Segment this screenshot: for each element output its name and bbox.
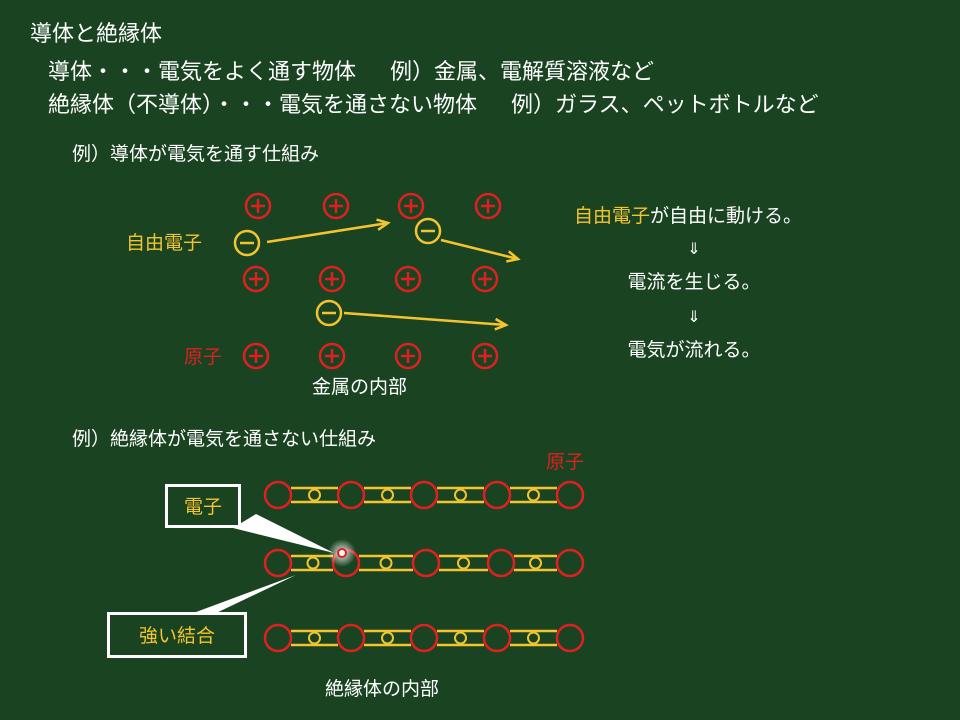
highlighted-electron <box>337 548 347 558</box>
explanation-line-3: 電気が流れる。 <box>627 339 760 361</box>
bound-electron <box>308 631 321 645</box>
down-arrow-icon: ⇓ <box>687 239 700 258</box>
bond <box>510 629 557 647</box>
atoms <box>242 192 585 653</box>
bound-electron <box>379 556 393 570</box>
insulator-atom <box>409 480 439 510</box>
explanation-line-2: 電流を生じる。 <box>627 271 760 293</box>
bond-callout-label: 強い結合 <box>139 625 215 647</box>
insulator-term: 絶縁体（不導体）・・・電気を通さない物体 <box>48 93 478 118</box>
conductor-example: 例）金属、電解質溶液など <box>390 60 655 85</box>
conductor-atom-label: 原子 <box>184 346 222 368</box>
insulator-atom <box>555 548 585 578</box>
bond <box>514 554 557 572</box>
positive-ion <box>244 192 272 220</box>
bond <box>439 554 488 572</box>
metal-interior-caption: 金属の内部 <box>312 376 407 398</box>
bond <box>364 629 411 647</box>
insulator-atom <box>555 480 585 510</box>
bound-electron <box>381 631 394 645</box>
positive-ion <box>242 265 270 293</box>
insulator-interior-caption: 絶縁体の内部 <box>325 678 439 700</box>
bond-callout: 強い結合 <box>107 575 296 658</box>
free-electron-label: 自由電子 <box>126 232 202 254</box>
free-electron <box>233 229 261 257</box>
insulator-atom <box>486 548 516 578</box>
positive-ion <box>318 265 346 293</box>
electron-callout-label: 電子 <box>184 496 222 518</box>
positive-ion <box>394 265 422 293</box>
positive-ion <box>474 192 502 220</box>
bond <box>510 486 557 504</box>
bound-electron <box>529 556 542 570</box>
insulator-atom <box>409 623 439 653</box>
explanation-moves-freely: が自由に動ける。 <box>650 205 802 227</box>
bound-electron <box>454 488 467 502</box>
explanation-line-1: 自由電子が自由に動ける。 <box>574 205 802 227</box>
insulator-atom <box>263 480 293 510</box>
insulator-atom <box>555 623 585 653</box>
conductor-definition: 導体・・・電気をよく通す物体 例）金属、電解質溶液など <box>48 62 654 84</box>
motion-arrow <box>440 238 521 263</box>
positive-ion <box>397 192 425 220</box>
free-electron <box>414 217 442 245</box>
bond <box>291 486 338 504</box>
insulator-atom <box>263 548 293 578</box>
insulator-definition: 絶縁体（不導体）・・・電気を通さない物体 例）ガラス、ペットボトルなど <box>48 95 819 117</box>
bound-electron <box>454 631 467 645</box>
bond <box>291 554 333 572</box>
bound-electron <box>306 556 320 570</box>
motion-arrow <box>266 218 391 244</box>
positive-ion <box>242 342 270 370</box>
bond <box>291 629 338 647</box>
bound-electron <box>308 488 321 502</box>
bound-electron <box>527 631 540 645</box>
positive-ion <box>394 342 422 370</box>
bound-electron <box>527 488 540 502</box>
bond-lines <box>291 486 557 647</box>
diagram-labels: 自由電子 原子 金属の内部 自由電子が自由に動ける。 ⇓ 電流を生じる。 ⇓ 電… <box>126 205 802 700</box>
insulator-section-title: 例）絶縁体が電気を通さない仕組み <box>72 428 377 450</box>
insulator-atom <box>411 548 441 578</box>
bond <box>359 554 413 572</box>
insulator-example: 例）ガラス、ペットボトルなど <box>511 93 819 118</box>
insulator-atom-label: 原子 <box>546 451 584 473</box>
insulator-atom <box>336 480 366 510</box>
insulator-atom <box>482 480 512 510</box>
positive-ion <box>318 342 346 370</box>
insulator-atom <box>482 623 512 653</box>
positive-ion <box>322 192 350 220</box>
bond <box>437 486 484 504</box>
bound-electron <box>457 556 470 570</box>
electron-motion-arrows <box>266 218 521 331</box>
insulator-atom <box>263 623 293 653</box>
bound-electron <box>381 488 394 502</box>
bond <box>437 629 484 647</box>
positive-ion <box>471 265 499 293</box>
electrons <box>233 217 442 570</box>
bond <box>364 486 411 504</box>
electron-callout: 電子 <box>165 484 334 553</box>
conductor-section-title: 例）導体が電気を通す仕組み <box>72 143 320 165</box>
free-electron <box>315 299 343 327</box>
explanation-free-electron: 自由電子 <box>574 205 650 227</box>
page-title: 導体と絶縁体 <box>30 22 163 47</box>
down-arrow-icon: ⇓ <box>687 307 700 326</box>
insulator-atom <box>336 623 366 653</box>
positive-ion <box>471 342 499 370</box>
conductor-term: 導体・・・電気をよく通す物体 <box>48 60 357 85</box>
motion-arrow <box>343 311 509 331</box>
